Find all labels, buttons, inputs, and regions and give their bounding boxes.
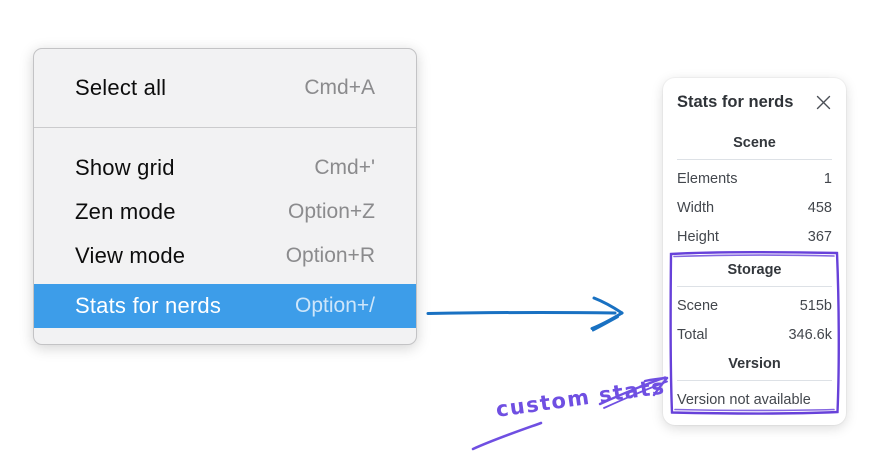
stat-value: 367 (807, 228, 832, 245)
stat-label: Scene (677, 297, 719, 314)
menu-item-shortcut: Option+Z (288, 200, 375, 223)
stat-value: 346.6k (788, 326, 832, 343)
stat-label: Elements (677, 170, 738, 187)
menu-group-bottom: Show grid Cmd+' Zen mode Option+Z View m… (34, 128, 416, 344)
stat-row-storage-total: Total 346.6k (677, 320, 832, 349)
panel-title: Stats for nerds (677, 92, 794, 111)
annotation-label: custom stats (494, 374, 667, 422)
stat-row-elements: Elements 1 (677, 164, 832, 193)
stat-row-height: Height 367 (677, 222, 832, 251)
menu-item-label: Zen mode (75, 199, 176, 224)
version-note: Version not available (677, 391, 811, 408)
stat-label: Total (677, 326, 708, 343)
section-heading-storage: Storage (727, 262, 782, 278)
menu-item-shortcut: Option+/ (295, 294, 375, 317)
menu-group-top: Select all Cmd+A (34, 49, 416, 127)
menu-item-view-mode[interactable]: View mode Option+R (34, 234, 416, 278)
close-icon[interactable] (814, 93, 832, 111)
context-menu: Select all Cmd+A Show grid Cmd+' Zen mod… (33, 48, 417, 345)
section-heading-scene: Scene (733, 135, 776, 151)
menu-item-shortcut: Cmd+A (304, 76, 375, 99)
pointer-arrow (426, 296, 624, 332)
menu-divider (34, 127, 416, 128)
stats-panel: Stats for nerds Scene Elements 1 Width 4… (663, 78, 846, 425)
menu-item-shortcut: Cmd+' (314, 156, 375, 179)
menu-item-stats-for-nerds[interactable]: Stats for nerds Option+/ (34, 284, 416, 328)
menu-item-label: Stats for nerds (75, 293, 222, 318)
stat-row-width: Width 458 (677, 193, 832, 222)
menu-item-label: Select all (75, 75, 167, 100)
section-heading-version: Version (728, 356, 781, 372)
menu-item-show-grid[interactable]: Show grid Cmd+' (34, 146, 416, 190)
stat-row-storage-scene: Scene 515b (677, 291, 832, 320)
section-divider (677, 380, 832, 381)
section-divider (677, 286, 832, 287)
stat-label: Height (677, 228, 719, 245)
section-divider (677, 159, 832, 160)
stat-value: 458 (807, 199, 832, 216)
stat-value: 515b (799, 297, 832, 314)
stat-value: 1 (823, 170, 832, 187)
menu-item-select-all[interactable]: Select all Cmd+A (34, 58, 416, 118)
stats-panel-header: Stats for nerds (677, 90, 832, 114)
menu-item-zen-mode[interactable]: Zen mode Option+Z (34, 190, 416, 234)
menu-item-label: Show grid (75, 155, 175, 180)
menu-item-shortcut: Option+R (285, 244, 375, 267)
menu-item-label: View mode (75, 243, 186, 268)
stat-label: Width (677, 199, 715, 216)
